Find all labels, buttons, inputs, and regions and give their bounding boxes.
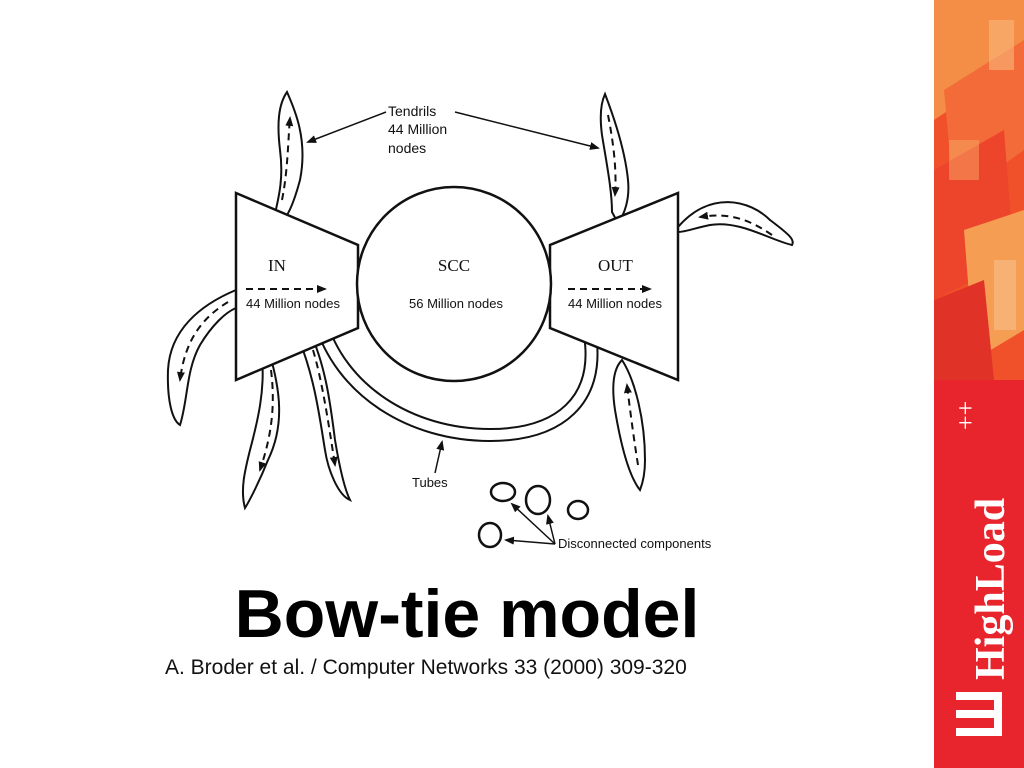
tendril-bottom-left-1 bbox=[241, 353, 281, 511]
slide-citation: A. Broder et al. / Computer Networks 33 … bbox=[165, 656, 687, 679]
tube bbox=[313, 313, 599, 443]
bow-tie-diagram: IN 44 Million nodes SCC 56 Million nodes… bbox=[166, 89, 794, 551]
disconnected-blob bbox=[524, 484, 552, 516]
scc-title: SCC bbox=[438, 256, 470, 275]
out-component bbox=[548, 191, 680, 382]
out-node-count: 44 Million nodes bbox=[568, 296, 662, 311]
highload-logo-icon bbox=[956, 692, 1002, 736]
tendril-left bbox=[166, 288, 237, 427]
tendrils-label-line2: 44 Million bbox=[388, 121, 447, 137]
svg-text:++: ++ bbox=[951, 401, 980, 430]
tendril-bottom-left-2 bbox=[298, 330, 353, 502]
tendrils-pointer-left bbox=[306, 111, 387, 143]
tendrils-pointer-right bbox=[454, 111, 600, 150]
tendrils-label-line3: nodes bbox=[388, 140, 426, 156]
svg-text:HighLoad: HighLoad bbox=[968, 498, 1014, 680]
disconnected-blob bbox=[566, 499, 590, 521]
disconnected-components bbox=[477, 481, 590, 549]
disconnected-pointer-3 bbox=[504, 536, 556, 545]
tubes-label: Tubes bbox=[412, 475, 448, 490]
highload-brand-strip: HighLoad ++ bbox=[934, 0, 1024, 768]
highload-wordmark: HighLoad ++ bbox=[951, 401, 1014, 680]
out-title: OUT bbox=[598, 256, 634, 275]
disconnected-pointer-1 bbox=[510, 502, 556, 545]
disconnected-blob bbox=[489, 481, 517, 503]
in-node-count: 44 Million nodes bbox=[246, 296, 340, 311]
tubes-pointer bbox=[434, 440, 445, 474]
scc-component bbox=[355, 185, 553, 383]
slide-title: Bow-tie model bbox=[234, 576, 700, 652]
in-component bbox=[234, 191, 360, 382]
disconnected-pointer-2 bbox=[546, 514, 556, 545]
scc-node-count: 56 Million nodes bbox=[409, 296, 503, 311]
tendrils-label-line1: Tendrils bbox=[388, 103, 436, 119]
in-title: IN bbox=[268, 256, 286, 275]
brand-pattern bbox=[934, 0, 1024, 380]
disconnected-label: Disconnected components bbox=[558, 536, 712, 551]
tendril-right bbox=[677, 201, 794, 247]
tendril-bottom-right bbox=[612, 358, 647, 492]
tendril-top-left bbox=[272, 89, 304, 225]
disconnected-blob bbox=[477, 521, 503, 549]
tendril-top-right bbox=[599, 91, 630, 225]
